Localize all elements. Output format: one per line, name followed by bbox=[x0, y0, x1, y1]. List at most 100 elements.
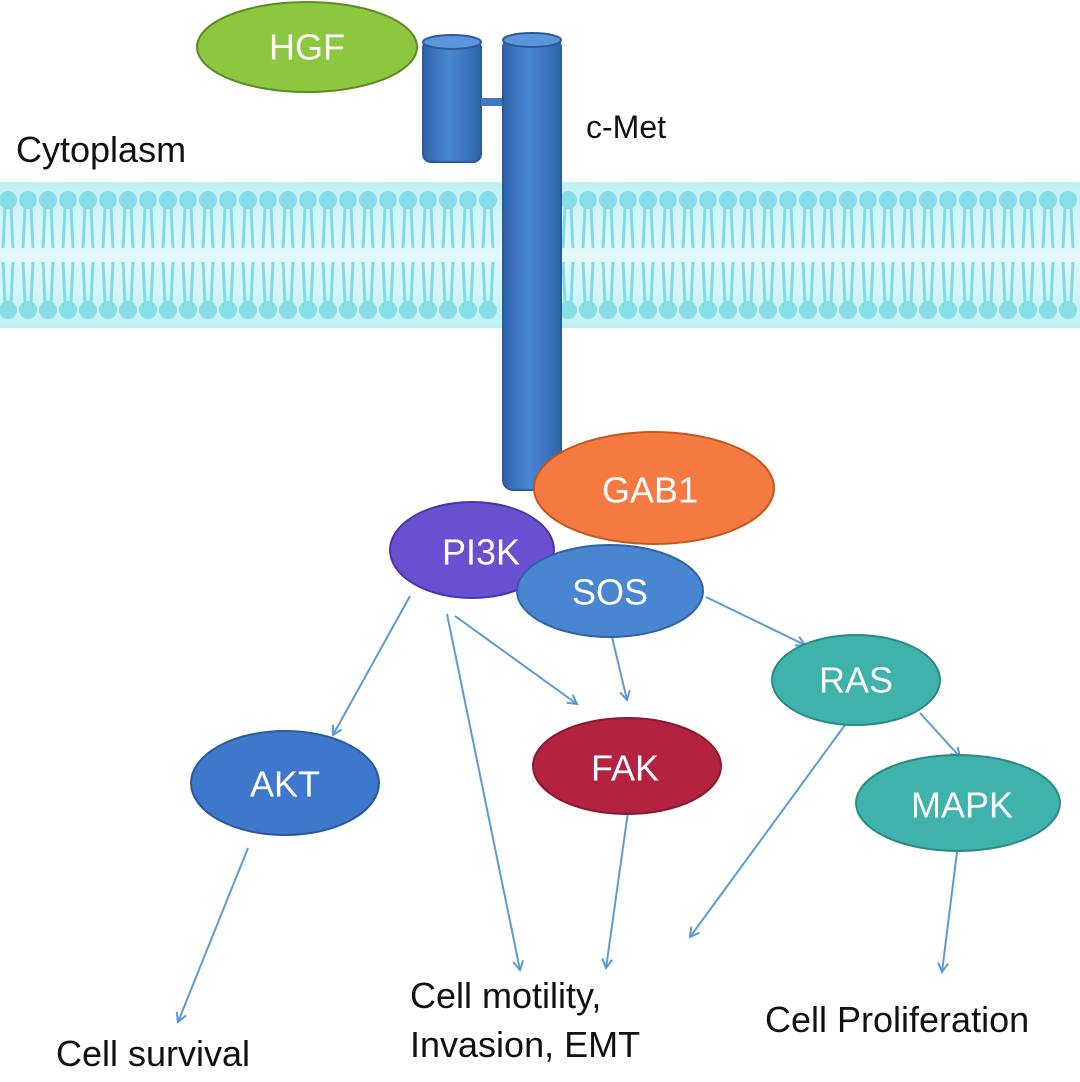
lipid-head bbox=[1059, 301, 1077, 319]
lipid-head bbox=[79, 191, 97, 209]
lipid-tail bbox=[101, 261, 115, 303]
lipid-head bbox=[79, 301, 97, 319]
lipid-head bbox=[999, 191, 1017, 209]
lipid-tail bbox=[181, 261, 195, 303]
lipid-head bbox=[339, 191, 357, 209]
lipid-tail bbox=[841, 261, 855, 303]
lipid-head bbox=[259, 191, 277, 209]
outcome-cell-motility-line2: Invasion, EMT bbox=[410, 1024, 640, 1065]
lipid-tail bbox=[241, 261, 255, 303]
lipid-head bbox=[839, 191, 857, 209]
lipid-tail bbox=[441, 261, 455, 303]
lipid-tail bbox=[701, 207, 715, 249]
lipid-tail bbox=[341, 207, 355, 249]
lipid-tail bbox=[241, 207, 255, 249]
lipid-head bbox=[739, 301, 757, 319]
lipid-tail bbox=[221, 261, 235, 303]
outcome-cell-survival: Cell survival bbox=[56, 1033, 250, 1074]
lipid-tail bbox=[741, 261, 755, 303]
lipid-head bbox=[639, 301, 657, 319]
lipid-tail bbox=[121, 261, 135, 303]
lipid-head bbox=[1039, 301, 1057, 319]
cmet-label: c-Met bbox=[586, 109, 666, 145]
lipid-head bbox=[719, 301, 737, 319]
lipid-head bbox=[159, 191, 177, 209]
lipid-head bbox=[659, 301, 677, 319]
lipid-head bbox=[239, 191, 257, 209]
lipid-head bbox=[919, 301, 937, 319]
lipid-head bbox=[759, 191, 777, 209]
lipid-head bbox=[59, 301, 77, 319]
lipid-tail bbox=[861, 261, 875, 303]
lipid-head bbox=[919, 191, 937, 209]
lipid-tail bbox=[941, 261, 955, 303]
lipid-head bbox=[219, 191, 237, 209]
lipid-head bbox=[899, 301, 917, 319]
lipid-head bbox=[979, 301, 997, 319]
lipid-head bbox=[399, 301, 417, 319]
arrow-sos-to-ras bbox=[705, 596, 805, 645]
lipid-head bbox=[119, 191, 137, 209]
lipid-head bbox=[779, 301, 797, 319]
lipid-tail bbox=[881, 261, 895, 303]
lipid-tail bbox=[981, 207, 995, 249]
lipid-tail bbox=[901, 261, 915, 303]
arrow-ras-to-motility bbox=[690, 724, 846, 937]
lipid-tail bbox=[101, 207, 115, 249]
lipid-tail bbox=[961, 207, 975, 249]
lipid-head bbox=[279, 191, 297, 209]
lipid-head bbox=[0, 191, 17, 209]
lipid-tail bbox=[601, 261, 615, 303]
lipid-tail bbox=[681, 261, 695, 303]
lipid-head bbox=[59, 191, 77, 209]
lipid-tail bbox=[281, 207, 295, 249]
node-ras-label: RAS bbox=[819, 660, 893, 701]
lipid-tail bbox=[661, 261, 675, 303]
lipid-head bbox=[759, 301, 777, 319]
lipid-tail bbox=[781, 261, 795, 303]
lipid-head bbox=[819, 301, 837, 319]
lipid-tail bbox=[981, 261, 995, 303]
arrow-akt-to-survival bbox=[178, 847, 249, 1022]
lipid-head bbox=[1039, 191, 1057, 209]
lipid-tail bbox=[81, 261, 95, 303]
lipid-head bbox=[319, 191, 337, 209]
node-gab1: GAB1 bbox=[533, 431, 775, 545]
lipid-tail bbox=[401, 207, 415, 249]
node-pi3k: PI3K bbox=[389, 501, 555, 599]
lipid-tail bbox=[581, 261, 595, 303]
lipid-tail bbox=[161, 207, 175, 249]
lipid-tail bbox=[1, 207, 15, 249]
arrow-pi3k-to-akt bbox=[333, 595, 411, 735]
lipid-head bbox=[819, 191, 837, 209]
lipid-head bbox=[659, 191, 677, 209]
lipid-head bbox=[0, 301, 17, 319]
lipid-head bbox=[359, 191, 377, 209]
lipid-head bbox=[699, 191, 717, 209]
lipid-tail bbox=[561, 261, 575, 303]
lipid-tail bbox=[1041, 207, 1055, 249]
lipid-tail bbox=[561, 207, 575, 249]
lipid-tail bbox=[61, 207, 75, 249]
lipid-head bbox=[959, 301, 977, 319]
lipid-tail bbox=[761, 207, 775, 249]
lipid-tail bbox=[21, 207, 35, 249]
lipid-tail bbox=[461, 207, 475, 249]
lipid-tail bbox=[181, 207, 195, 249]
arrow-pi3k-to-fak bbox=[454, 615, 577, 704]
lipid-tail bbox=[1021, 261, 1035, 303]
arrow-sos-to-fak bbox=[611, 636, 627, 700]
lipid-tail bbox=[721, 207, 735, 249]
lipid-head bbox=[159, 301, 177, 319]
lipid-tail bbox=[961, 261, 975, 303]
lipid-head bbox=[559, 301, 577, 319]
lipid-tail bbox=[1001, 261, 1015, 303]
lipid-tail bbox=[1041, 261, 1055, 303]
lipid-head bbox=[419, 191, 437, 209]
node-fak-label: FAK bbox=[591, 748, 659, 789]
lipid-head bbox=[859, 191, 877, 209]
lipid-tail bbox=[861, 207, 875, 249]
lipid-head bbox=[139, 301, 157, 319]
lipid-tail bbox=[461, 261, 475, 303]
lipid-head bbox=[299, 191, 317, 209]
